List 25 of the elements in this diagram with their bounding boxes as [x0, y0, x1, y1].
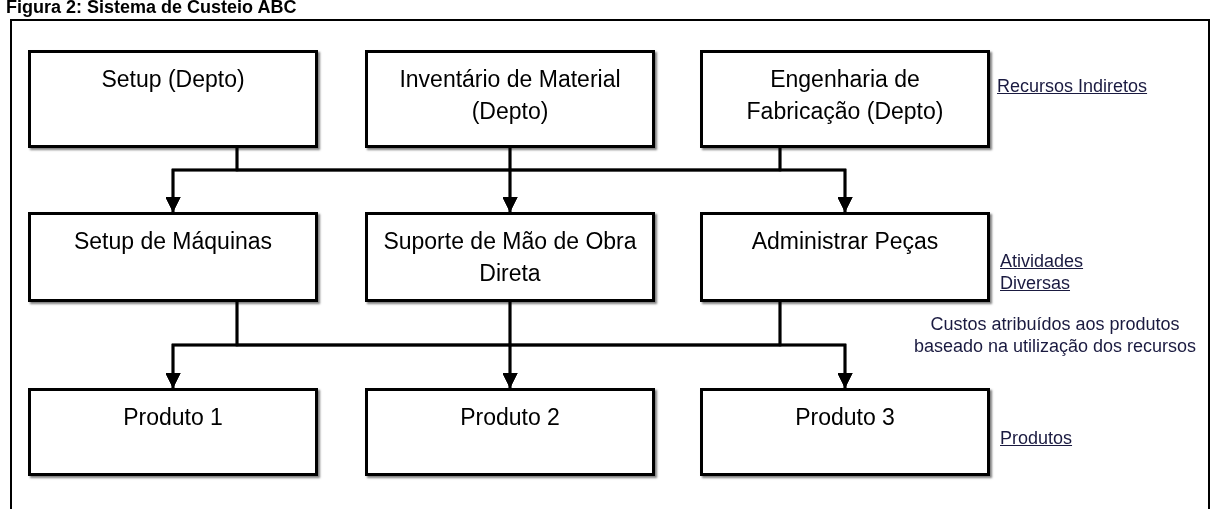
box-label: Inventário de Material (Depto) — [398, 65, 622, 126]
box-label: Administrar Peças — [751, 227, 939, 256]
process-box — [365, 212, 655, 302]
box-label: Engenharia de Fabricação (Depto) — [745, 65, 945, 126]
tier-label: Produtos — [1000, 427, 1073, 449]
box-label: Produto 2 — [460, 403, 560, 432]
process-box — [28, 212, 318, 302]
process-box — [28, 388, 318, 476]
process-box — [365, 50, 655, 148]
note-text: Custos atribuídos aos produtos baseado na utilização dos recursos — [912, 313, 1198, 357]
box-label: Suporte de Mão de Obra Direta — [382, 227, 638, 288]
figure-title: Figura 2: Sistema de Custeio ABC — [6, 0, 297, 18]
connector-arrow — [778, 302, 853, 388]
box-label: Produto 3 — [795, 403, 895, 432]
process-box — [700, 388, 990, 476]
process-box — [28, 50, 318, 148]
tier-label: Atividades Diversas — [1000, 250, 1085, 294]
box-label: Setup (Depto) — [101, 65, 245, 94]
tier-label: Recursos Indiretos — [997, 75, 1148, 97]
process-box — [700, 212, 990, 302]
box-label: Setup de Máquinas — [73, 227, 273, 256]
connector-arrow — [778, 148, 853, 212]
process-box — [365, 388, 655, 476]
process-box — [700, 50, 990, 148]
box-label: Produto 1 — [123, 403, 223, 432]
